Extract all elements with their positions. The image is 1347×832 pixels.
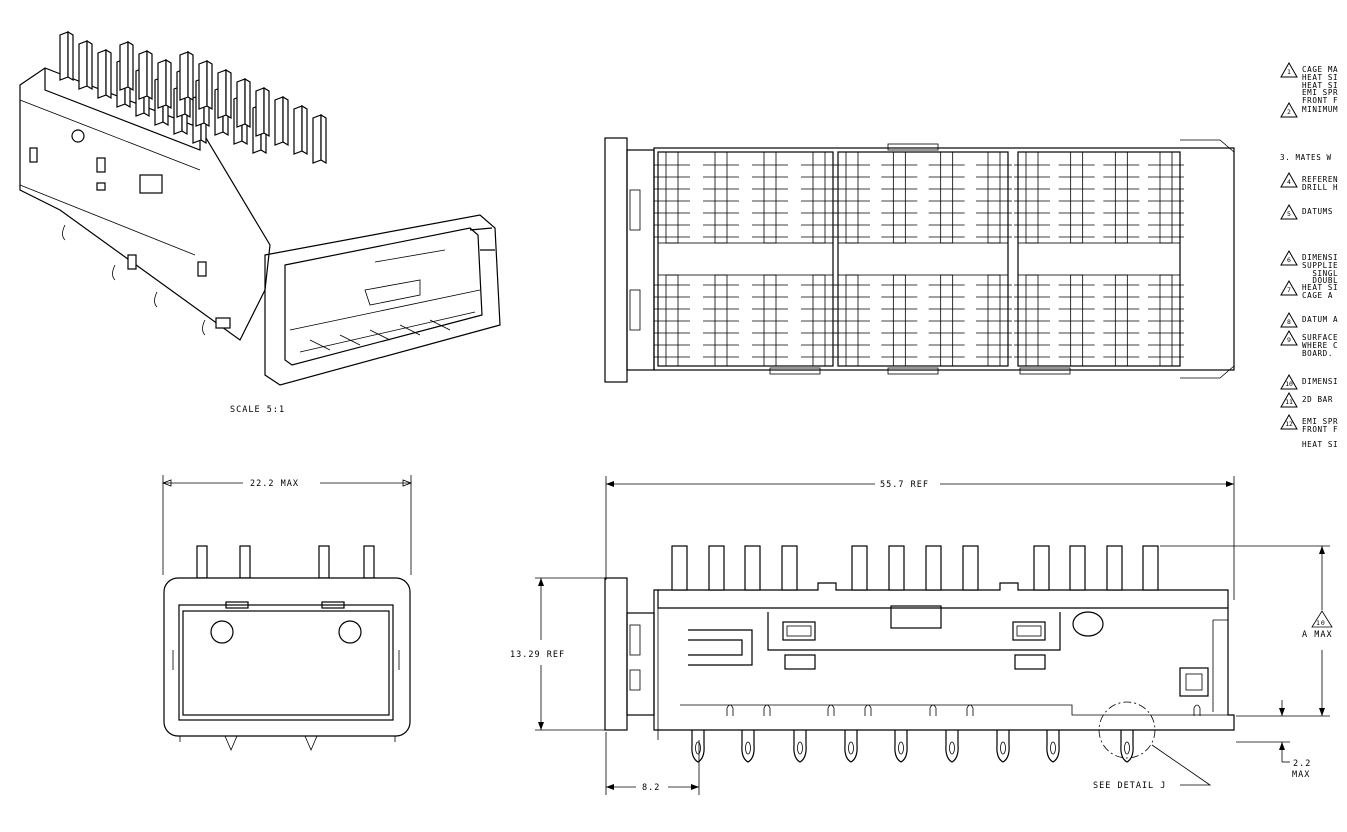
dim-width: 22.2 MAX: [250, 479, 299, 489]
dim-bottom: 2.2: [1293, 759, 1311, 769]
scale-label: SCALE 5:1: [230, 405, 285, 415]
note-text: DIMENSI SUPPLIE SINGL DOUBL: [1302, 253, 1339, 286]
note-marker: 9: [1280, 330, 1298, 346]
note-marker: 12: [1280, 414, 1298, 430]
isometric-view: SCALE 5:1: [19, 30, 501, 415]
note-text: DATUM A: [1302, 315, 1339, 324]
note-text: 3. MATES W: [1280, 153, 1332, 162]
dim-a-max: A MAX: [1302, 630, 1333, 640]
note-text: CAGE MA HEAT SI HEAT SI EMI SPR FRONT F: [1302, 65, 1339, 106]
note-marker: 4: [1280, 172, 1298, 188]
see-detail: SEE DETAIL J: [1093, 781, 1166, 791]
note-marker: 10: [1280, 374, 1298, 390]
side-view: 55.7 REF 13.29 REF: [510, 476, 1333, 795]
note-marker: 6: [1280, 250, 1298, 266]
end-view: 22.2 MAX: [161, 475, 413, 752]
note-marker: 7: [1280, 280, 1298, 296]
note-marker: 8: [1280, 312, 1298, 328]
top-view: [604, 137, 1235, 383]
note-text: DIMENSI: [1302, 377, 1339, 386]
note-text: SURFACE WHERE C BOARD.: [1302, 333, 1339, 358]
note-marker: 5: [1280, 204, 1298, 220]
note-text: HEAT SI CAGE A: [1302, 283, 1339, 300]
dim-bottom-unit: MAX: [1292, 770, 1310, 780]
note-text: EMI SPR FRONT F HEAT SI: [1302, 417, 1339, 450]
note-marker: 2: [1280, 102, 1298, 118]
note-text: MINIMUM: [1302, 105, 1339, 114]
note-marker: 11: [1280, 392, 1298, 408]
dim-offset: 8.2: [642, 783, 660, 793]
note-text: REFEREN DRILL H: [1302, 175, 1339, 192]
dim-a-marker: 10: [1316, 619, 1326, 627]
dim-length: 55.7 REF: [880, 480, 929, 490]
dim-height: 13.29 REF: [510, 650, 565, 660]
note-marker: 1: [1280, 62, 1298, 78]
note-text: DATUMS: [1302, 207, 1334, 216]
note-text: 2D BAR: [1302, 395, 1334, 404]
